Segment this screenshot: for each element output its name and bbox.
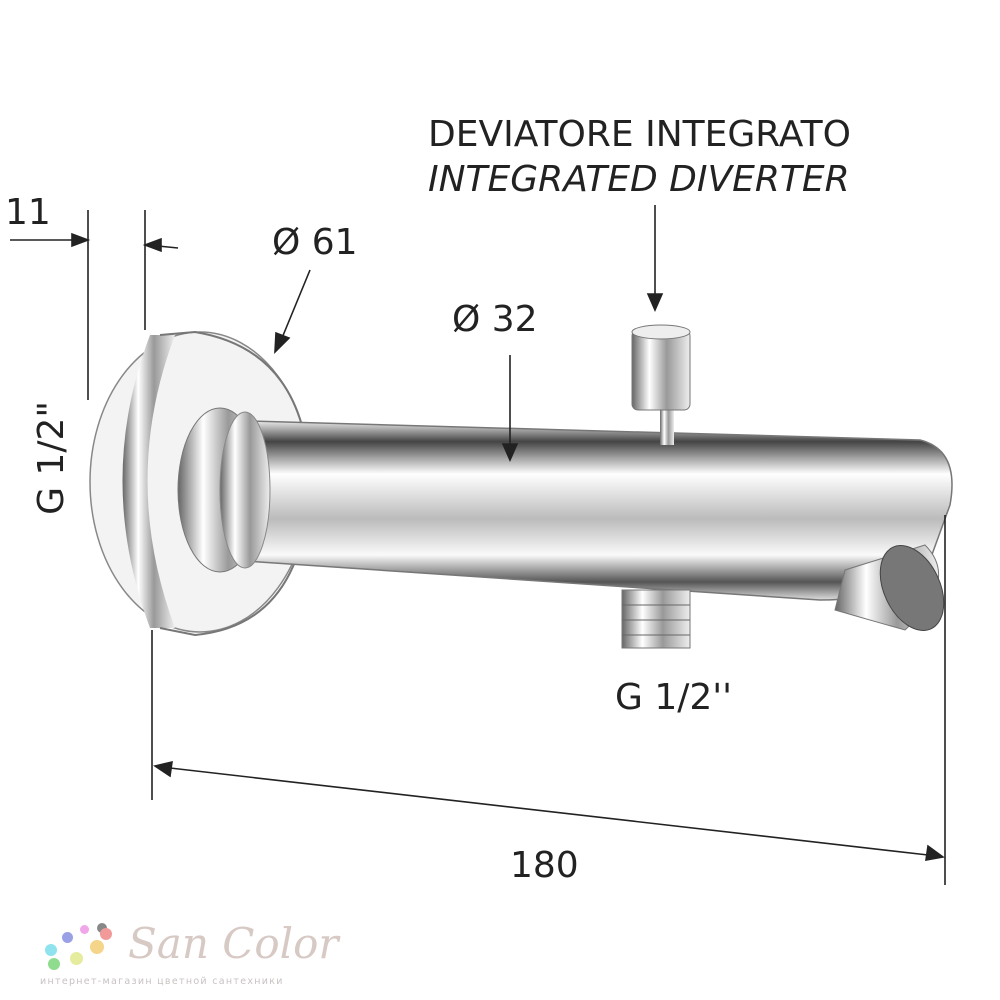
- logo-tagline: интернет-магазин цветной сантехники: [40, 976, 284, 987]
- logo-dot: [48, 958, 60, 970]
- tube-diameter-label: Ø 32: [452, 299, 538, 340]
- outlet-thread-label: G 1/2'': [615, 677, 733, 718]
- sancolor-logo: San Color интернет-магазин цветной санте…: [40, 922, 340, 994]
- dimension-lines: [10, 205, 946, 885]
- logo-dot: [100, 928, 112, 940]
- logo-dot: [45, 944, 57, 956]
- aerator: [834, 544, 945, 631]
- inlet-thread-label: G 1/2": [31, 401, 72, 515]
- logo-dot: [70, 952, 83, 965]
- diverter-label-en: INTEGRATED DIVERTER: [428, 159, 850, 200]
- diverter-knob: [631, 324, 691, 445]
- spout-tube: [177, 407, 953, 601]
- flange-diameter-label: Ø 61: [272, 222, 358, 263]
- logo-dot: [90, 940, 104, 954]
- outlet-thread: [621, 589, 691, 649]
- flange-depth-label: 11: [5, 192, 51, 233]
- length-label: 180: [510, 845, 579, 886]
- diverter-label-it: DEVIATORE INTEGRATO: [428, 114, 851, 155]
- logo-dot: [62, 932, 73, 943]
- logo-name: San Color: [128, 919, 339, 968]
- logo-dot: [80, 925, 89, 934]
